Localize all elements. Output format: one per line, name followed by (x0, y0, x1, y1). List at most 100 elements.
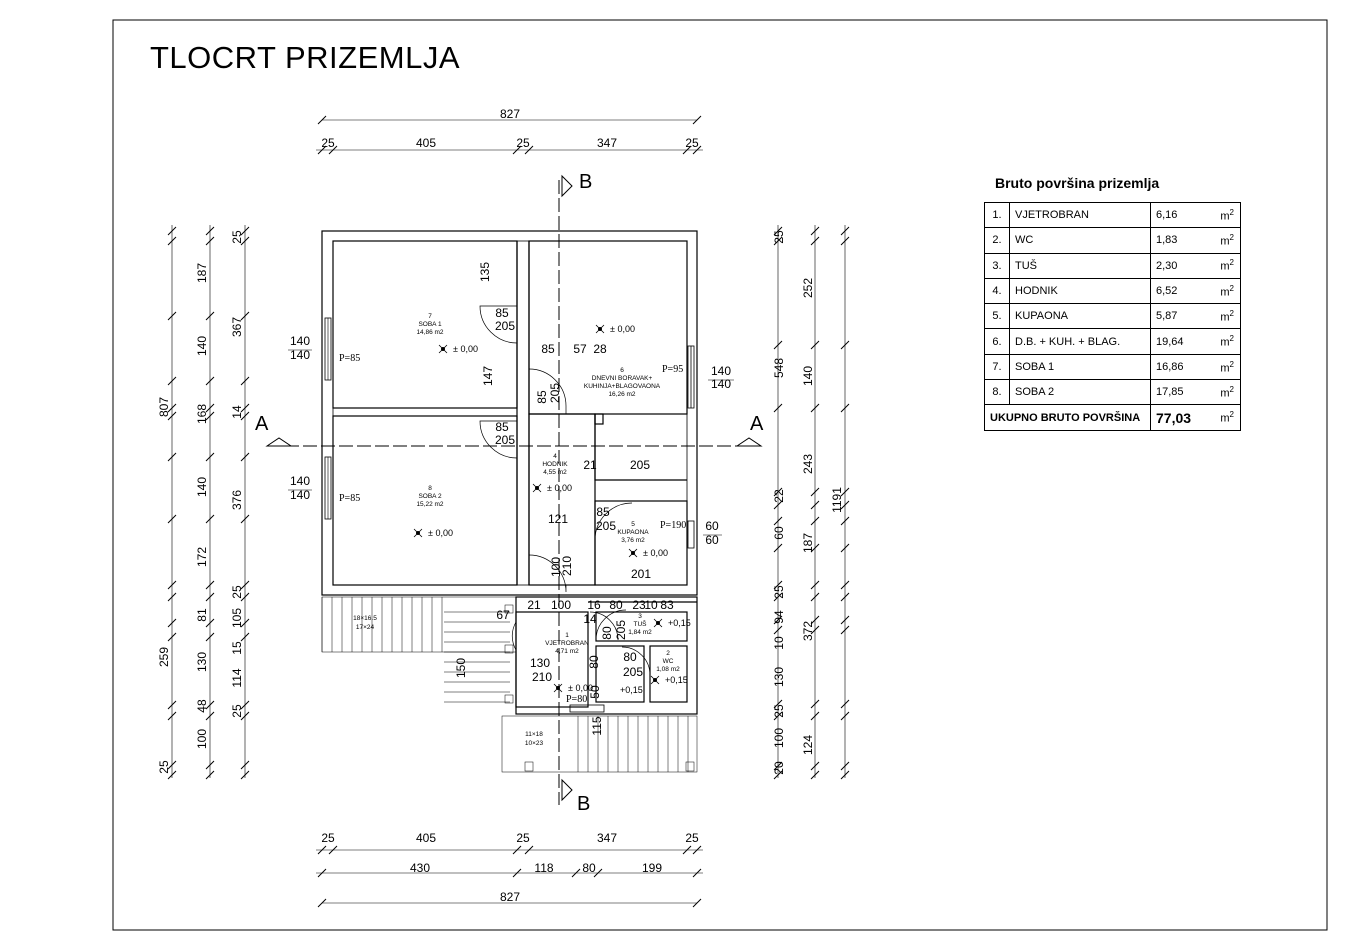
drawing-title: TLOCRT PRIZEMLJA (150, 40, 461, 75)
dim-tick (205, 403, 215, 413)
stair-tread: 10×23 (525, 740, 544, 747)
dim-tick (840, 543, 850, 553)
dim-right-inner: 60 (772, 526, 786, 540)
dim-tick (773, 236, 783, 246)
dim-tick (317, 898, 327, 908)
dim-tick (240, 411, 250, 421)
dim-tick (840, 487, 850, 497)
area-row-value: 19,64 (1150, 328, 1201, 355)
dim-interior: 80 (623, 650, 637, 664)
dim-tick (692, 898, 702, 908)
dim-interior: 201 (631, 567, 651, 581)
sheet-frame (112, 19, 1328, 931)
room-level-soba2: ± 0,00 (428, 528, 453, 538)
dim-interior: 205 (630, 458, 650, 472)
dim-left-mid: 130 (195, 652, 209, 672)
window-label: P=95 (662, 364, 683, 375)
dim-interior: 205 (596, 519, 616, 533)
dim-interior: 147 (481, 366, 495, 386)
room-name-soba2: SOBA 2 (418, 493, 442, 500)
dim-right-inner: 10 (772, 636, 786, 650)
dim-tick (205, 700, 215, 710)
dim-tick (840, 711, 850, 721)
dim-left-mid: 140 (195, 336, 209, 356)
dim-bottom-total: 827 (500, 890, 520, 904)
dim-tick (167, 632, 177, 642)
dim-interior: 21 (527, 598, 541, 612)
dim-interior: 28 (593, 342, 607, 356)
area-row-value: 6,16 (1150, 201, 1201, 229)
dim-bottom-chain: 405 (416, 831, 436, 845)
dim-interior: 14 (583, 612, 597, 626)
dim-bottom-chain2: 199 (642, 861, 662, 875)
dim-interior: 57 (573, 342, 587, 356)
dim-interior: 85 (596, 505, 610, 519)
window-label: P=80 (566, 694, 587, 705)
dim-tick (240, 376, 250, 386)
dim-tick (167, 452, 177, 462)
dim-tick (205, 592, 215, 602)
dim-tick (205, 311, 215, 321)
room-area-soba1: 14,86 m2 (416, 329, 443, 336)
dim-interior: 21 (583, 458, 597, 472)
room-number-dnevni: 6 (620, 367, 624, 374)
dim-bottom-chain: 25 (516, 831, 530, 845)
dim-tick (167, 592, 177, 602)
dim-tick (682, 845, 692, 855)
dim-tick (682, 145, 692, 155)
room-name-kupaona: KUPAONA (617, 529, 649, 536)
dim-tick (167, 760, 177, 770)
dim-tick (840, 615, 850, 625)
area-total-label: UKUPNO BRUTO POVRŠINA (984, 404, 1151, 431)
room-number-soba2: 8 (428, 485, 432, 492)
dim-tick (773, 711, 783, 721)
dim-top-total: 827 (500, 107, 520, 121)
dim-tick (328, 145, 338, 155)
dim-interior: 150 (454, 658, 468, 678)
room-name-tus: TUŠ (634, 619, 648, 628)
dim-interior: 80 (609, 598, 623, 612)
room-level-dnevni: ± 0,00 (610, 324, 635, 334)
dim-opening: 140 (711, 377, 731, 391)
dim-opening: 140 (290, 334, 310, 348)
dim-left-inner: 14 (230, 405, 244, 419)
dim-right-mid: 140 (801, 366, 815, 386)
dim-tick (773, 592, 783, 602)
dim-interior: 135 (478, 262, 492, 282)
area-total-value: 77,03 (1150, 404, 1201, 431)
stair-tread: 17×24 (356, 624, 375, 631)
dim-tick (810, 770, 820, 780)
dim-tick (317, 845, 327, 855)
dim-right-inner: 25 (772, 585, 786, 599)
room-number-kupaona: 5 (631, 521, 635, 528)
dim-interior: 210 (532, 670, 552, 684)
dim-tick (692, 845, 702, 855)
dim-left-inner: 114 (230, 668, 244, 687)
area-row-value: 17,85 (1150, 379, 1201, 406)
dim-interior: 85 (495, 420, 509, 434)
area-row-unit: m2 (1201, 252, 1241, 279)
room-area-wc: 1,08 m2 (656, 666, 680, 673)
dim-tick (810, 592, 820, 602)
dim-tick (840, 592, 850, 602)
dim-interior: 85 (535, 390, 549, 404)
dim-tick (167, 376, 177, 386)
area-row-unit: m2 (1201, 201, 1241, 229)
dim-left-outer: 25 (157, 760, 171, 774)
room-level-soba1: ± 0,00 (453, 344, 478, 354)
level-marker-dot (653, 678, 657, 682)
dim-tick (810, 543, 820, 553)
dim-opening: 140 (290, 474, 310, 488)
room-level-kupaona: ± 0,00 (643, 548, 668, 558)
dim-interior: 205 (495, 433, 515, 447)
dim-left-mid: 140 (195, 477, 209, 497)
room-number-tus: 3 (638, 613, 642, 620)
dim-tick (692, 115, 702, 125)
level-marker-dot (416, 531, 420, 535)
